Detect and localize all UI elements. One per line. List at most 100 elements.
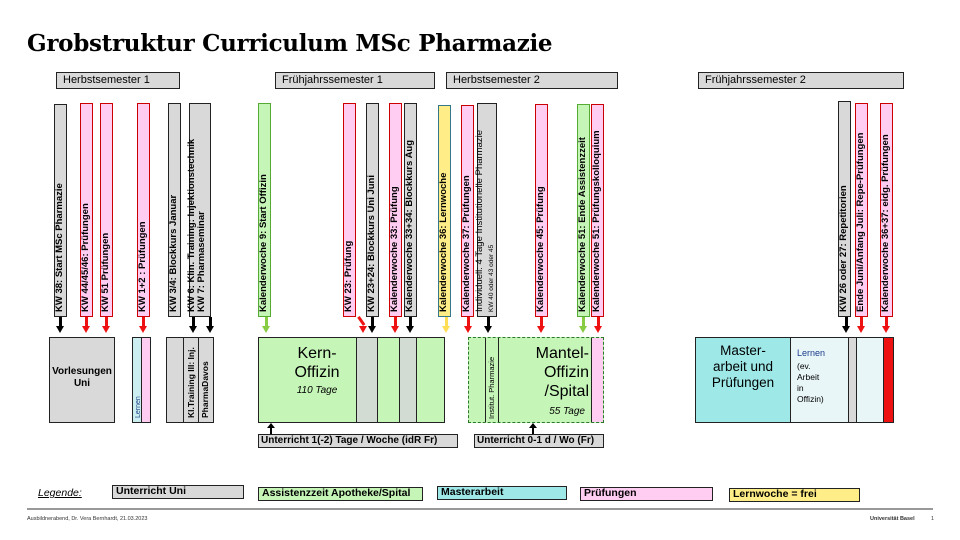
down-arrow-icon [842,326,850,333]
masterarbeit-label: Master- arbeit und Prüfungen [711,343,775,390]
up-arrow-icon [529,423,537,428]
event-bar: KW 38: Start MSc Pharmazie [54,104,67,317]
event-bar: KW 23: Prüfung [343,103,356,317]
arrow-shaft [142,317,145,327]
event-label: KW 23: Prüfung [343,240,354,312]
down-arrow-icon [262,326,270,333]
arrow-shaft [845,317,848,327]
event-bar: KW 26 oder 27: Repetitorien [838,101,851,317]
event-label-secondary: KW 7: Pharmaseminar [196,211,207,312]
down-arrow-icon [537,326,545,333]
arrow-shaft [265,317,268,327]
semester-header-hs2: Herbstsemester 2 [446,72,618,89]
up-arrow-icon [267,423,275,428]
footer-org: Universität Basel [870,516,915,522]
event-label: KW 44/45/46: Prüfungen [80,203,91,312]
footer-divider [27,508,933,510]
event-label: Kalenderwoche 51: Prüfungskolloquium [591,130,602,312]
event-bar: Kalenderwoche 51: Prüfungskolloquium [591,104,604,317]
event-label: Kalenderwoche 36: Lernwoche [438,172,449,312]
event-label: Individuell: 4 Tage Institutionelle Phar… [474,129,485,312]
block-mantel-offizin: Institut. Pharmazie Mantel- Offizin /Spi… [468,337,604,423]
arrow-shaft [357,316,366,326]
event-bar: Kalenderwoche 9: Start Offizin [258,103,271,317]
legend-title: Legende: [38,487,82,499]
block-januar: Kl.Training III: Inj. PharmaDavos [166,337,214,423]
arrow-shaft [371,317,374,327]
event-label: Ende Juni/Anfang Juli: Repe-Prüfungen [855,132,866,312]
event-bar: Kalenderwoche 33+34: Blockkurs Aug [404,103,417,317]
event-label: KW 38: Start MSc Pharmazie [54,183,65,312]
kern-days-label: 110 Tage [296,385,338,396]
block-kern-offizin: Kern- Offizin 110 Tage [258,337,445,423]
event-label: Kalenderwoche 36+37: eidg. Prüfungen [880,134,891,312]
lernen-note: (ev. Arbeit in Offizin) [797,361,824,404]
event-bar: KW 51 Prüfungen [100,103,113,317]
event-label: Kalenderwoche 33+34: Blockkurs Aug [404,139,415,312]
event-label: Kalenderwoche 45: Prüfung [535,186,546,312]
kl-training-label: Kl.Training III: Inj. [186,347,196,418]
arrow-shaft [209,317,212,327]
arrow-shaft [885,317,888,327]
arrow-shaft [487,317,490,327]
event-label: KW 23+24: Blockkurs Uni Juni [366,175,377,312]
arrow-shaft [467,317,470,327]
semester-header-fs2: Frühjahrssemester 2 [698,72,904,89]
event-bar: Individuell: 4 Tage Institutionelle Phar… [474,103,497,317]
arrow-shaft [85,317,88,327]
event-bar: KW 44/45/46: Prüfungen [80,103,93,317]
arrow-shaft [105,317,108,327]
arrow-shaft [860,317,863,327]
note-arrow-1 [270,424,272,434]
down-arrow-icon [857,326,865,333]
arrow-shaft [192,317,195,327]
down-arrow-icon [594,326,602,333]
down-arrow-icon [368,326,376,333]
note-unterricht-1: Unterricht 1(-2) Tage / Woche (idR Fr) [258,434,458,448]
blockkurs-juni-segment [356,338,378,422]
page-title: Grobstruktur Curriculum MSc Pharmazie [27,30,553,57]
event-label: Kalenderwoche 33: Prüfung [389,186,400,312]
down-arrow-icon [189,326,197,333]
arrow-shaft [394,317,397,327]
eidg-pruefung-segment [883,338,893,422]
kern-offizin-label: Kern- Offizin [294,345,340,381]
semester-header-hs1: Herbstsemester 1 [56,72,180,89]
legend-lernwoche: Lernwoche = frei [729,488,860,502]
event-bar: Kalenderwoche 37: Prüfungen [461,105,474,317]
mantel-offizin-label: Mantel- Offizin /Spital [535,345,589,400]
institut-label: Institut. Pharmazie [487,356,496,419]
lernen-label: Lernen [797,348,826,358]
event-bar: Kalenderwoche 45: Prüfung [535,104,548,317]
arrow-shaft [409,317,412,327]
down-arrow-icon [82,326,90,333]
legend-masterarbeit: Masterarbeit [437,486,567,500]
event-label-secondary: KW 40 oder 43 oder 45 [488,244,495,312]
vorlesungen-label: Vorlesungen Uni [52,366,112,389]
event-bar: KW 3/4: Blockkurs Januar [168,103,181,317]
event-bar: Kalenderwoche 36: Lernwoche [438,105,451,317]
kolloquium-segment [591,338,603,422]
event-bar: KW 23+24: Blockkurs Uni Juni [366,103,379,317]
lernen-small-label: Lernen [135,396,142,418]
down-arrow-icon [391,326,399,333]
mantel-days-label: 55 Tage [549,406,585,417]
repetitorien-segment [848,338,857,422]
event-label: KW 1+2 : Prüfungen [137,221,148,312]
arrow-shaft [540,317,543,327]
event-bar: Kalenderwoche 51: Ende Assistenzzeit [577,104,590,317]
note-unterricht-2: Unterricht 0-1 d / Wo (Fr) [474,434,604,448]
down-arrow-icon [484,326,492,333]
event-label: Kalenderwoche 51: Ende Assistenzzeit [577,137,588,312]
down-arrow-icon [102,326,110,333]
down-arrow-icon [882,326,890,333]
arrow-shaft [582,317,585,327]
event-bar: Kalenderwoche 36+37: eidg. Prüfungen [880,103,893,317]
legend-assistenzzeit: Assistenzzeit Apotheke/Spital [258,487,423,501]
down-arrow-icon [442,326,450,333]
arrow-shaft [59,317,62,327]
event-label: KW 26 oder 27: Repetitorien [838,185,849,312]
legend-unterricht-uni: Unterricht Uni [112,485,244,499]
pharmadavos-label: PharmaDavos [200,361,210,418]
